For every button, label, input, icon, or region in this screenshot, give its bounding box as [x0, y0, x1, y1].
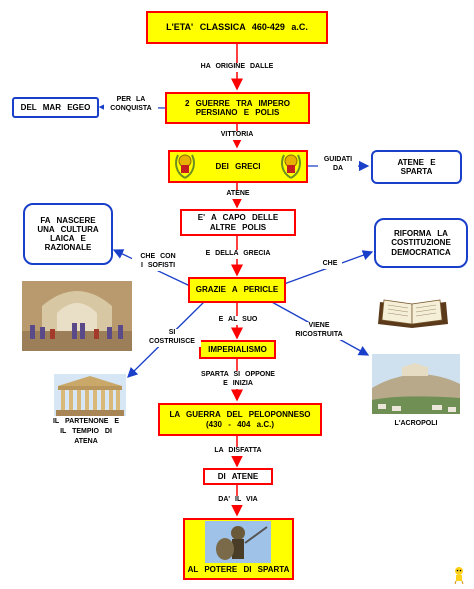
caption-acropoli: L'ACROPOLI	[384, 419, 448, 429]
link-si-costruisce: SI COSTRUISCE	[143, 329, 201, 347]
node-capo: E' A CAPO DELLE ALTRE POLIS	[180, 209, 296, 236]
open-book-icon	[378, 299, 448, 328]
link-la-disfatta-text: LA DISFATTA	[214, 447, 262, 454]
link-si-costruisce-line2: COSTRUISCE	[149, 337, 195, 345]
caption-partenone-line1: IL PARTENONE E	[52, 418, 120, 425]
node-guerra-line1: LA GUERRA DEL PELOPONNESO	[169, 410, 311, 420]
node-pericle: GRAZIE A PERICLE	[188, 277, 286, 303]
laurel-emblem-icon	[175, 154, 195, 179]
link-per-la-line1: PER LA	[116, 96, 146, 103]
node-imperialismo: IMPERIALISMO	[199, 340, 276, 359]
parthenon-picture	[54, 374, 126, 416]
acropolis-picture	[372, 354, 460, 414]
link-guidati-line1: GUIDATI	[323, 156, 353, 163]
link-vittoria: VITTORIA	[213, 131, 261, 140]
link-ha-origine: HA ORIGINE DALLE	[187, 63, 287, 72]
node-sparta-power-text: AL POTERE DI SPARTA	[187, 564, 290, 574]
node-riforma-line1: RIFORMA LA	[394, 229, 448, 239]
link-che-con-line1: CHE CON	[140, 253, 176, 260]
node-greci-text: DEI GRECI	[215, 161, 261, 171]
node-atene-sparta-line2: SPARTA	[400, 167, 433, 176]
node-cultura-line1: FA NASCERE	[40, 215, 96, 225]
link-che: CHE	[318, 260, 342, 269]
link-che-text: CHE	[322, 260, 338, 267]
link-che-con-line2: I SOFISTI	[140, 261, 176, 269]
link-atene: ATENE	[219, 190, 257, 199]
link-atene-text: ATENE	[226, 190, 250, 197]
link-sparta-oppone-line1: SPARTA SI OPPONE	[201, 371, 275, 378]
node-imperialismo-text: IMPERIALISMO	[208, 344, 267, 354]
node-guerre: 2 GUERRE TRA IMPERO PERSIANO E POLIS	[165, 92, 310, 124]
link-ha-origine-text: HA ORIGINE DALLE	[200, 63, 274, 70]
caption-acropoli-text: L'ACROPOLI	[394, 420, 438, 427]
node-title: L'ETA' CLASSICA 460-429 a.C.	[146, 11, 328, 44]
link-per-la-line2: CONQUISTA	[110, 104, 152, 112]
spartan-warrior-picture	[205, 521, 271, 563]
node-atene-sparta-line1: ATENE E	[397, 157, 436, 167]
node-cultura-line4: RAZIONALE	[44, 243, 92, 253]
node-atene-text: DI ATENE	[217, 471, 259, 481]
link-viene-line2: RICOSTRUITA	[295, 330, 343, 338]
link-viene-ricostruita: VIENE RICOSTRUITA	[290, 322, 348, 340]
node-cultura-line2: UNA CULTURA	[37, 224, 99, 234]
link-la-disfatta: LA DISFATTA	[205, 447, 271, 456]
link-sparta-oppone: SPARTA SI OPPONE E INIZIA	[190, 371, 286, 389]
caption-partenone-line3: ATENA	[74, 438, 98, 446]
node-title-text: L'ETA' CLASSICA 460-429 a.C.	[166, 22, 308, 33]
node-mar-egeo: DEL MAR EGEO	[12, 97, 99, 118]
node-riforma: RIFORMA LA COSTITUZIONE DEMOCRATICA	[374, 218, 468, 268]
mascot-icon	[454, 567, 464, 584]
node-capo-line1: E' A CAPO DELLE	[197, 213, 279, 223]
link-guidati-da: GUIDATI DA	[318, 156, 358, 174]
laurel-emblem-icon	[281, 154, 301, 179]
school-of-athens-picture	[22, 281, 132, 351]
link-da-il-via-text: DA' IL VIA	[218, 496, 258, 503]
link-viene-line1: VIENE	[308, 322, 330, 329]
node-riforma-line3: DEMOCRATICA	[391, 247, 451, 257]
node-atene-sparta: ATENE E SPARTA	[371, 150, 462, 184]
link-che-con-sofisti: CHE CON I SOFISTI	[132, 253, 184, 271]
caption-partenone: IL PARTENONE E IL TEMPIO DI ATENA	[36, 417, 136, 447]
node-cultura-line3: LAICA E	[50, 234, 86, 243]
link-sparta-oppone-line2: E INIZIA	[223, 379, 253, 387]
link-per-la-conquista: PER LA CONQUISTA	[104, 96, 158, 114]
node-guerra-line2: (430 - 404 a.C.)	[205, 419, 275, 429]
node-mar-egeo-text: DEL MAR EGEO	[20, 102, 91, 112]
node-guerra: LA GUERRA DEL PELOPONNESO (430 - 404 a.C…	[158, 403, 322, 436]
link-della-grecia-text: E DELLA GRECIA	[205, 250, 271, 257]
caption-partenone-line2: IL TEMPIO DI	[60, 428, 112, 436]
link-e-al-suo-text: E AL SUO	[218, 316, 258, 323]
link-si-costruisce-line1: SI	[168, 329, 176, 336]
link-da-il-via: DA' IL VIA	[208, 496, 268, 505]
link-e-al-suo: E AL SUO	[207, 316, 269, 325]
node-cultura: FA NASCERE UNA CULTURA LAICA E RAZIONALE	[23, 203, 113, 265]
node-pericle-text: GRAZIE A PERICLE	[195, 285, 279, 295]
node-atene: DI ATENE	[203, 468, 273, 485]
link-vittoria-text: VITTORIA	[220, 131, 254, 138]
link-guidati-line2: DA	[332, 164, 344, 172]
node-guerre-line2: PERSIANO E POLIS	[195, 108, 280, 117]
node-capo-line2: ALTRE POLIS	[209, 222, 267, 232]
link-della-grecia: E DELLA GRECIA	[196, 250, 280, 259]
node-guerre-line1: 2 GUERRE TRA IMPERO	[184, 98, 291, 108]
node-riforma-line2: COSTITUZIONE	[391, 238, 451, 248]
